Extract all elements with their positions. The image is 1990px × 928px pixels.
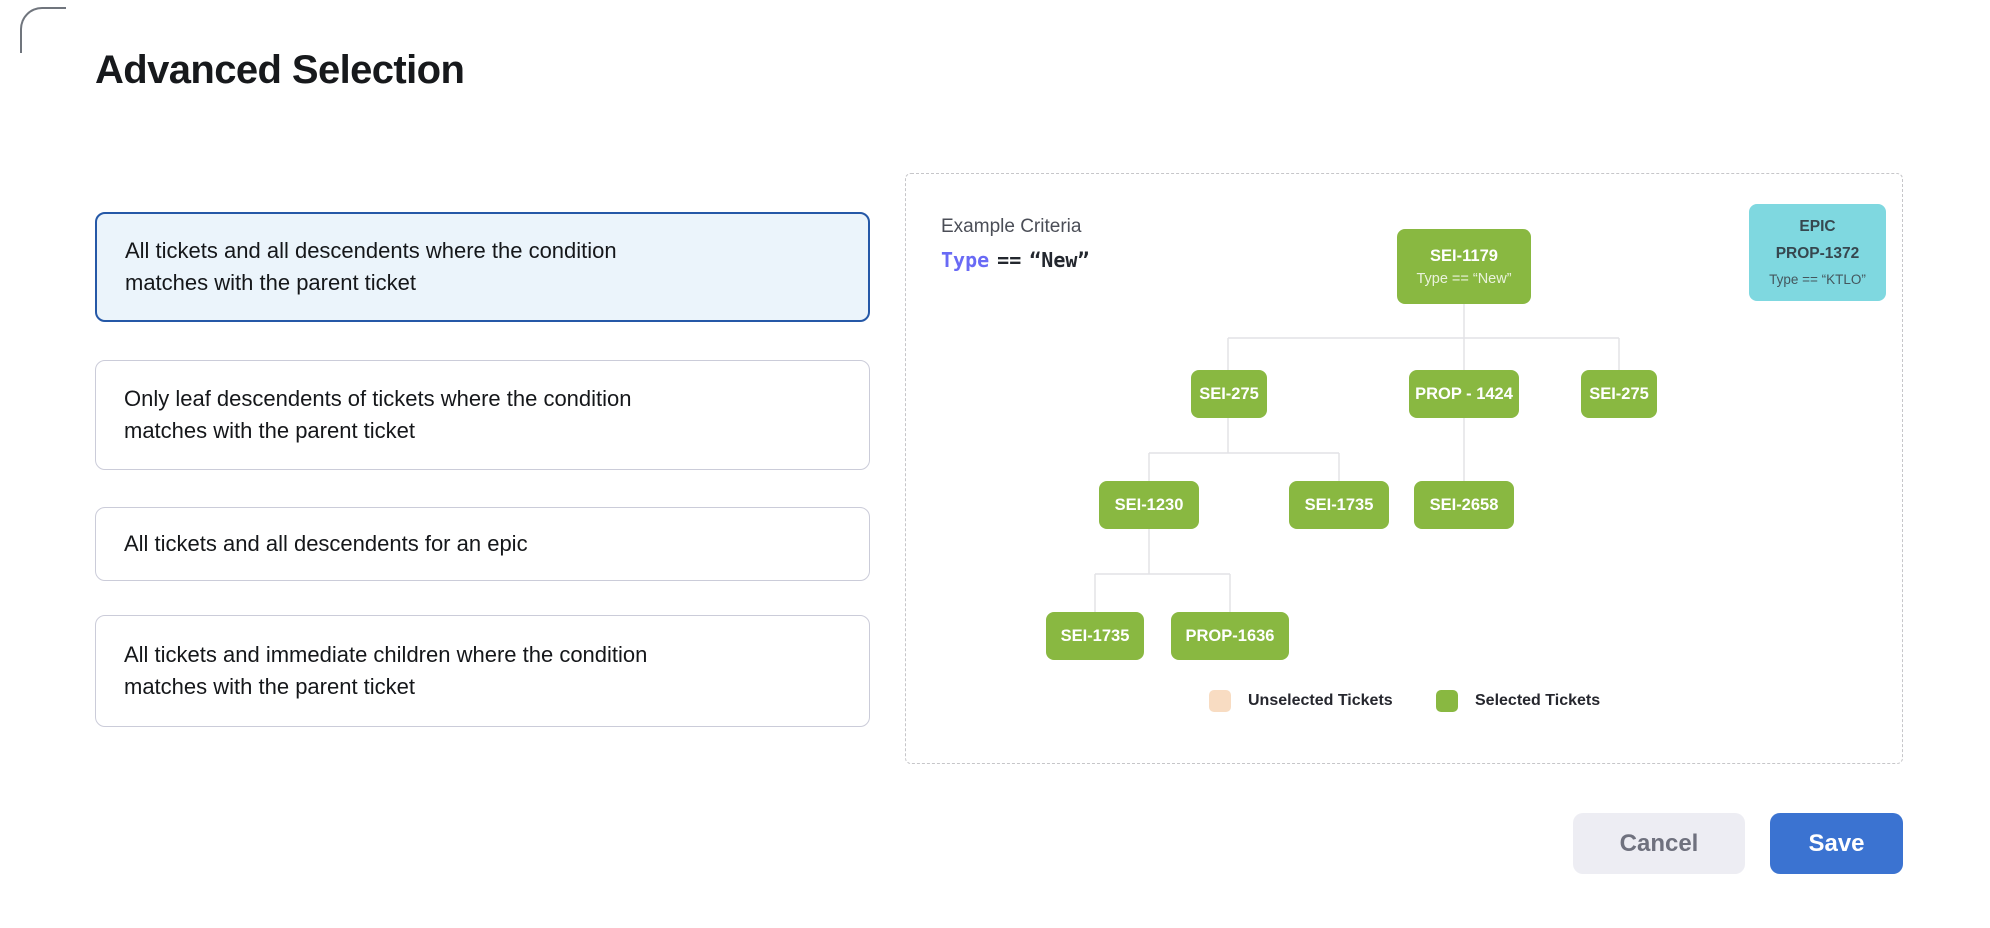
- tree-node: PROP-1636: [1171, 612, 1289, 660]
- legend-unselected-tickets: Unselected Tickets: [1209, 690, 1393, 712]
- epic-card-criteria: Type == “KTLO”: [1769, 272, 1866, 287]
- example-criteria-heading: Example Criteria: [941, 216, 1082, 237]
- legend-label: Selected Tickets: [1475, 692, 1601, 709]
- criteria-operator: ==: [997, 248, 1022, 272]
- legend-label: Unselected Tickets: [1248, 692, 1393, 709]
- tree-node: SEI-2658: [1414, 481, 1514, 529]
- option-card-all-descendents-condition[interactable]: All tickets and all descendents where th…: [95, 212, 870, 322]
- tree-node-criteria: Type == “New”: [1416, 270, 1512, 287]
- tree-node-id: SEI-1179: [1430, 246, 1498, 265]
- legend-selected-tickets: Selected Tickets: [1436, 690, 1600, 712]
- criteria-expression: Type == “New”: [941, 248, 1089, 272]
- option-card-immediate-children-condition[interactable]: All tickets and immediate children where…: [95, 615, 870, 727]
- tree-node-root: SEI-1179 Type == “New”: [1397, 229, 1531, 304]
- option-card-leaf-descendents-condition[interactable]: Only leaf descendents of tickets where t…: [95, 360, 870, 470]
- page-title: Advanced Selection: [95, 48, 465, 92]
- cancel-button[interactable]: Cancel: [1573, 813, 1745, 874]
- criteria-field: Type: [941, 248, 990, 272]
- option-card-all-descendents-epic[interactable]: All tickets and all descendents for an e…: [95, 507, 870, 581]
- tree-node: SEI-275: [1191, 370, 1267, 418]
- tree-node: SEI-1735: [1046, 612, 1144, 660]
- selected-swatch-icon: [1436, 690, 1458, 712]
- epic-card: EPIC PROP-1372 Type == “KTLO”: [1749, 204, 1886, 301]
- epic-card-type: EPIC: [1799, 218, 1836, 235]
- tree-node: PROP - 1424: [1409, 370, 1519, 418]
- unselected-swatch-icon: [1209, 690, 1231, 712]
- modal-corner-border: [20, 7, 66, 53]
- option-label: All tickets and all descendents for an e…: [124, 531, 528, 556]
- option-label: All tickets and immediate children where…: [124, 642, 648, 699]
- epic-card-id: PROP-1372: [1775, 245, 1860, 262]
- example-criteria-panel: Example Criteria Type == “New” EPIC PROP-1…: [905, 173, 1903, 764]
- option-label: Only leaf descendents of tickets where t…: [124, 386, 632, 443]
- tree-connector-lines: [1094, 304, 1620, 612]
- save-button[interactable]: Save: [1770, 813, 1903, 874]
- tree-node: SEI-1735: [1289, 481, 1389, 529]
- criteria-value: “New”: [1029, 248, 1090, 272]
- tree-node: SEI-275: [1581, 370, 1657, 418]
- tree-node: SEI-1230: [1099, 481, 1199, 529]
- option-label: All tickets and all descendents where th…: [125, 238, 617, 295]
